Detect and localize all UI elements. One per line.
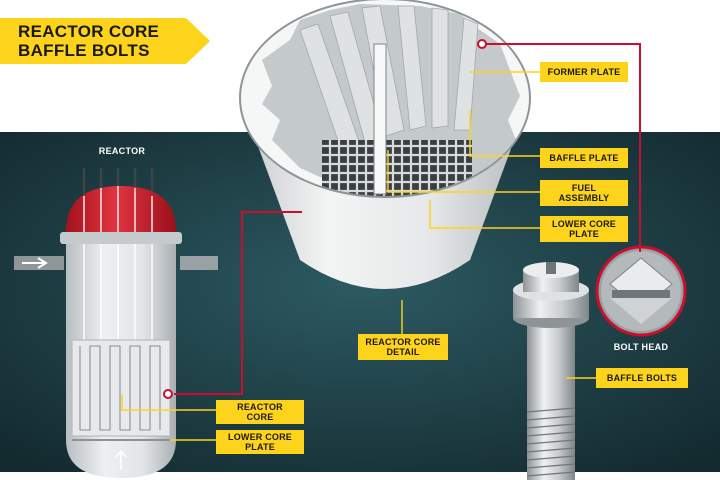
label-baffle-bolts: BAFFLE BOLTS	[596, 368, 688, 388]
inlet-arrow-icon	[22, 257, 48, 269]
cylinder-top-section	[241, 0, 529, 196]
label-baffle-plate: BAFFLE PLATE	[540, 148, 628, 168]
reactor-dome	[66, 186, 176, 232]
core-fuel-loops	[79, 345, 161, 431]
diagram-title: REACTOR CORE BAFFLE BOLTS	[18, 22, 160, 60]
label-former-plate: FORMER PLATE	[540, 62, 628, 82]
dome-rods	[83, 186, 153, 232]
label-reactor-core: REACTOR CORE	[216, 400, 304, 424]
label-bolt-head: BOLT HEAD	[613, 342, 669, 352]
callout-lines	[174, 43, 641, 395]
core-region	[71, 339, 171, 437]
label-lower-core-plate: LOWER CORE PLATE	[216, 430, 304, 454]
baffle-bolt	[513, 262, 589, 480]
label-reactor-core-detail: REACTOR CORE DETAIL	[358, 334, 448, 360]
callout-dot-top	[477, 39, 487, 49]
callout-dot-core	[163, 389, 173, 399]
label-fuel-assembly: FUEL ASSEMBLY	[540, 180, 628, 206]
vessel-rods	[83, 244, 153, 340]
flow-arrow-icon	[115, 449, 127, 470]
label-lower-core-plate-detail: LOWER CORE PLATE	[540, 216, 628, 242]
fuel-assembly-rod	[373, 43, 387, 195]
vessel-flange	[60, 232, 182, 244]
title-banner	[0, 18, 210, 64]
bolt-head-inset	[595, 245, 687, 337]
leader-lines	[121, 71, 596, 441]
label-reactor: REACTOR	[98, 146, 146, 156]
outlet-pipe	[180, 256, 218, 270]
